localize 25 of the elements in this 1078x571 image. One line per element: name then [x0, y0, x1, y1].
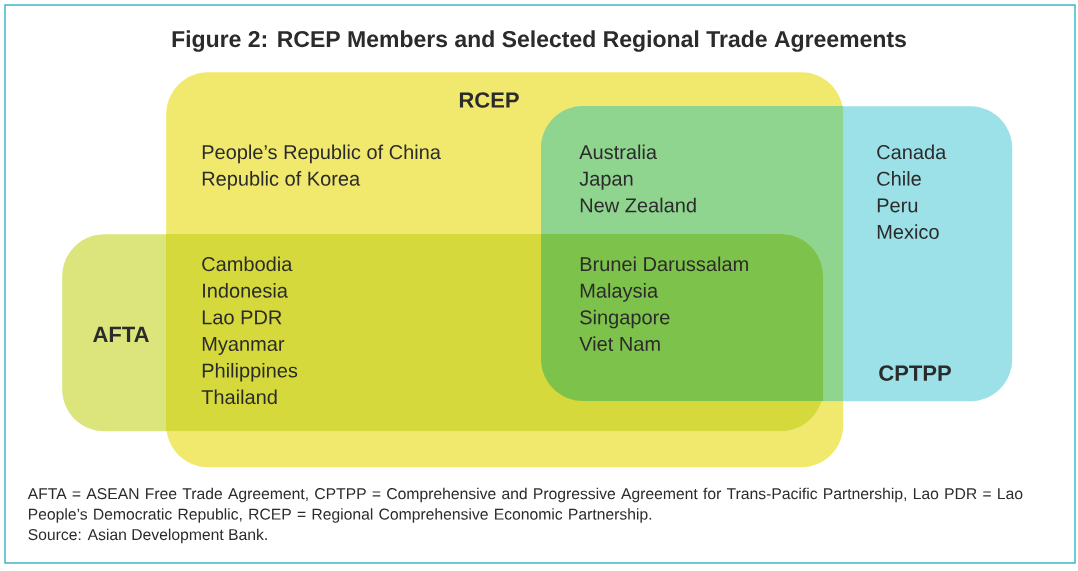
region-heading: CPTPP — [879, 365, 951, 381]
region-heading: AFTA — [93, 326, 149, 342]
country-name: Republic of Korea — [202, 171, 361, 190]
country-name: Lao PDR — [202, 310, 282, 325]
figure-title: Figure 2: RCEP Members and Selected Regional Trade Agreements — [172, 30, 906, 52]
country-name: Thailand — [201, 389, 277, 405]
figure-note: AFTA = ASEAN Free Trade Agreement, CPTPP = Comprehensive and Progressive Agreement for Trans-Pacific Partnership, Lao PDR = Lao People’s Democratic Republic, RCEP = Regional Comprehensive Economic Partnership. — [27, 487, 1023, 523]
country-name: Canada — [877, 144, 947, 160]
country-name: Malaysia — [580, 283, 659, 302]
country-name: Peru — [877, 198, 918, 213]
country-name: Viet Nam — [579, 336, 660, 351]
country-name: Mexico — [877, 224, 939, 239]
country-name: Cambodia — [202, 256, 293, 272]
country-name: Singapore — [580, 309, 670, 329]
country-name: Myanmar — [202, 337, 285, 355]
country-name: Chile — [877, 171, 921, 186]
source-note: Source: Asian Development Bank. — [28, 528, 267, 544]
region-heading: RCEP — [459, 92, 519, 108]
country-name: Brunei Darussalam — [580, 256, 748, 272]
country-name: People’s Republic of China — [202, 144, 441, 164]
country-name: Japan — [579, 171, 633, 190]
country-name: Australia — [579, 144, 657, 160]
country-name: Philippines — [202, 362, 298, 382]
country-name: New Zealand — [580, 197, 696, 213]
country-name: Indonesia — [203, 283, 288, 298]
